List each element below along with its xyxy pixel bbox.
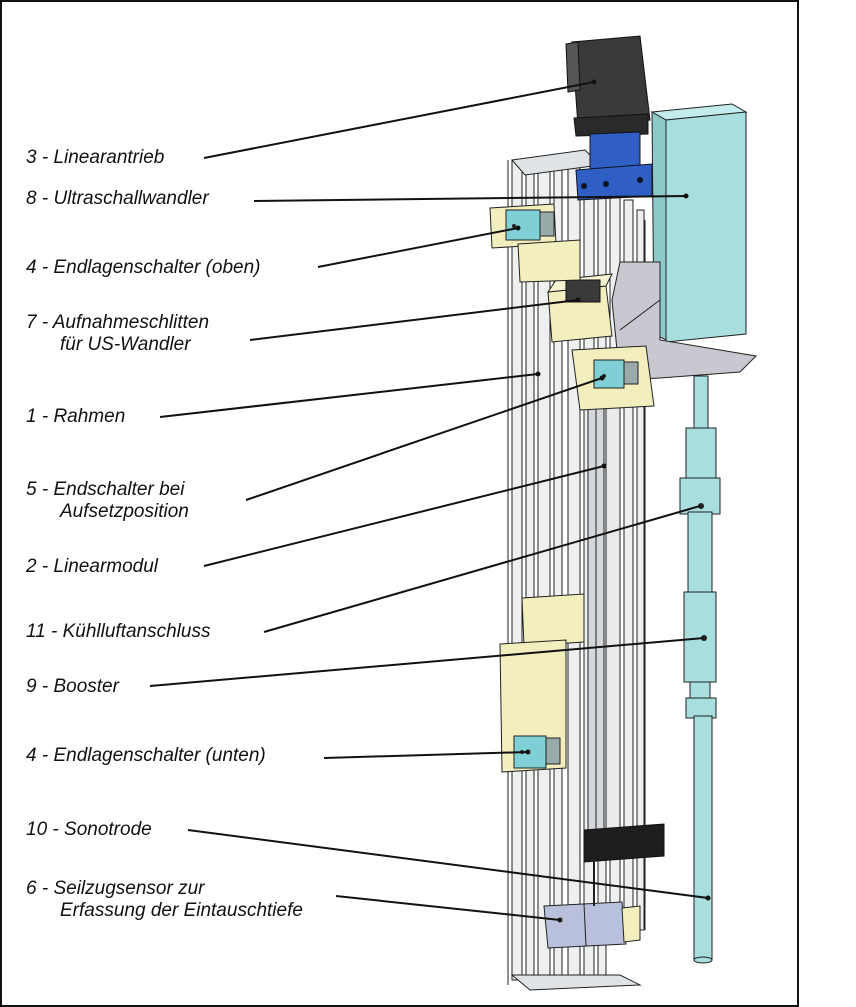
frame-bottom-cap: [510, 974, 642, 991]
leader-linearantrieb: [203, 81, 595, 159]
transducer-plate: [611, 261, 758, 381]
label-seilzugsensor-line2: Erfassung der Eintauschtiefe: [60, 900, 303, 921]
slide-carriage: [546, 273, 613, 343]
label-rahmen: 1 - Rahmen: [26, 406, 126, 427]
label-aufnahmeschlitten-line2: für US-Wandler: [60, 334, 191, 355]
leader-endlagen-unten: [323, 751, 529, 759]
motor: [565, 35, 651, 137]
leader-endschalter-aufsetz: [245, 377, 603, 501]
leader-sonotrode: [187, 829, 709, 899]
leader-endlagen-oben: [317, 227, 519, 268]
cooling-air-port: [698, 503, 704, 509]
leader-lines: [149, 81, 709, 921]
label-endlagen-oben: 4 - Endlagenschalter (oben): [26, 257, 261, 278]
leader-aufnahmeschlitten: [249, 299, 579, 341]
touchdown-switch: [571, 345, 655, 411]
leader-linearmodul: [203, 465, 605, 567]
label-sonotrode: 10 - Sonotrode: [26, 819, 152, 840]
cable-pull-sensor: [543, 860, 641, 949]
motor-coupling: [575, 131, 653, 201]
label-endlagen-unten: 4 - Endlagenschalter (unten): [26, 745, 266, 766]
label-linearantrieb: 3 - Linearantrieb: [26, 147, 165, 168]
leader-ultraschallwandler: [253, 195, 687, 202]
linear-module: [587, 379, 621, 851]
booster-sonotrode: [679, 375, 721, 964]
leader-seilzugsensor: [335, 895, 561, 921]
upper-limit-switch: [489, 203, 581, 283]
leader-booster: [149, 637, 705, 687]
label-endschalter-aufsetz-line2: Aufsetzposition: [60, 501, 189, 522]
leader-rahmen: [159, 373, 539, 418]
label-kuehlluft: 11 - Kühlluftanschluss: [26, 621, 211, 642]
label-aufnahmeschlitten: 7 - Aufnahmeschlitten für US-Wandler: [26, 312, 210, 355]
label-ultraschallwandler: 8 - Ultraschallwandler: [26, 188, 209, 209]
label-endschalter-aufsetz: 5 - Endschalter bei Aufsetzposition: [26, 479, 189, 522]
leader-kuehlluft: [263, 505, 701, 633]
label-seilzugsensor: 6 - Seilzugsensor zur Erfassung der Eint…: [26, 878, 303, 921]
belt-clamp: [583, 823, 665, 863]
ultrasonic-transducer: [650, 103, 748, 343]
label-linearmodul: 2 - Linearmodul: [26, 556, 159, 577]
leader-dots: [515, 79, 711, 923]
label-booster: 9 - Booster: [26, 676, 119, 697]
